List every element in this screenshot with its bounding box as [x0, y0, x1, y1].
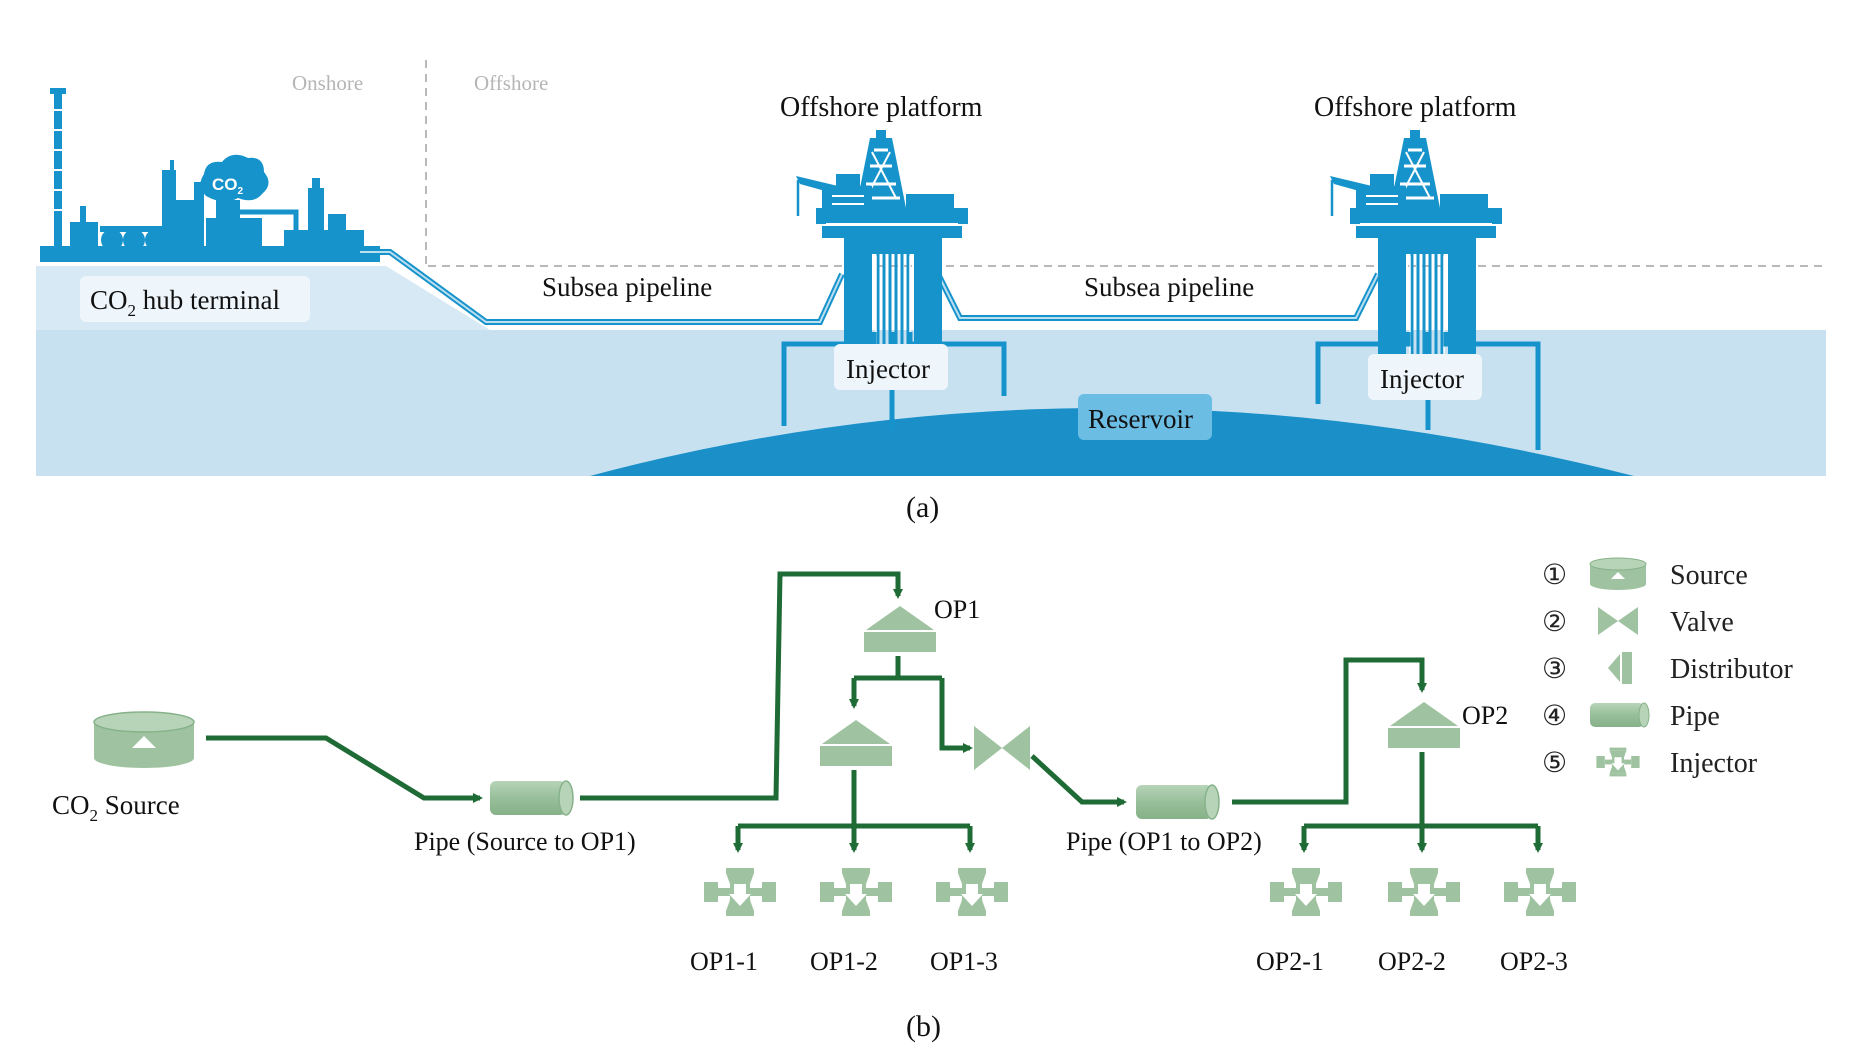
offshore-label: Offshore — [474, 71, 548, 95]
injector-op1-3-label: OP1-3 — [930, 947, 998, 976]
injector-2-label: Injector — [1380, 364, 1464, 394]
legend-label-injector: Injector — [1670, 748, 1758, 779]
injector-op2-2-label: OP2-2 — [1378, 947, 1446, 976]
co2-cloud-icon: CO2 — [200, 154, 269, 202]
pipe-1-label: Pipe (Source to OP1) — [414, 827, 636, 856]
legend-source-icon — [1589, 557, 1647, 590]
op1-sub-distributor-icon — [820, 720, 892, 766]
pipeline-2-label: Subsea pipeline — [1084, 272, 1254, 302]
caption-b: (b) — [906, 1010, 941, 1043]
legend-distributor-icon — [1608, 652, 1632, 684]
platform-1-label: Offshore platform — [780, 92, 983, 123]
injector-op2-1-icon — [1270, 868, 1342, 916]
legend-number-2: ② — [1542, 607, 1567, 638]
svg-text:CO2: CO2 — [212, 175, 244, 197]
hub-terminal-icon — [40, 88, 380, 262]
injector-1-label: Injector — [846, 354, 930, 384]
hub-terminal-label: CO2 hub terminal — [90, 285, 280, 320]
legend-label-source: Source — [1670, 560, 1748, 591]
reservoir-dome — [590, 408, 1634, 476]
reservoir-label-box — [1078, 394, 1212, 440]
caption-a: (a) — [906, 491, 939, 524]
op2-distributor-icon — [1388, 702, 1460, 748]
op1-distributor-icon — [864, 606, 936, 652]
op1-label: OP1 — [934, 595, 980, 624]
legend-label-distributor: Distributor — [1670, 654, 1794, 685]
injector-2-label-box — [1368, 354, 1482, 400]
pipe-1-icon — [489, 780, 574, 816]
pipe-2-icon — [1135, 784, 1220, 820]
injector-op1-1-icon — [704, 868, 776, 916]
injector-1-label-box — [834, 344, 948, 390]
legend-valve-icon — [1598, 607, 1638, 635]
pipe-2-label: Pipe (OP1 to OP2) — [1066, 827, 1262, 856]
valve-icon — [974, 726, 1030, 770]
legend-number-5: ⑤ — [1542, 748, 1567, 779]
legend-number-1: ① — [1542, 560, 1567, 591]
injector-op1-2-icon — [820, 868, 892, 916]
legend-number-4: ④ — [1542, 701, 1567, 732]
injector-op2-1-label: OP2-1 — [1256, 947, 1324, 976]
panel-a-scene: CO2 — [36, 0, 1826, 476]
platform-2-label: Offshore platform — [1314, 92, 1517, 123]
pipeline-1-label: Subsea pipeline — [542, 272, 712, 302]
reservoir-label: Reservoir — [1088, 404, 1193, 434]
legend-injector-icon — [1596, 747, 1640, 777]
co2-source-icon — [93, 711, 195, 768]
source-label: CO2 Source — [52, 790, 180, 825]
injector-op1-1-label: OP1-1 — [690, 947, 758, 976]
legend: ① Source ② Valve ③ Distributor ④ Pipe — [1542, 557, 1794, 779]
panel-b-flow-lines — [206, 571, 1543, 853]
injector-op1-3-icon — [936, 868, 1008, 916]
injector-op2-3-label: OP2-3 — [1500, 947, 1568, 976]
legend-pipe-icon — [1590, 702, 1650, 728]
legend-label-pipe: Pipe — [1670, 701, 1720, 732]
onshore-label: Onshore — [292, 71, 363, 95]
hub-terminal-label-box — [80, 276, 310, 322]
injector-op2-3-icon — [1504, 868, 1576, 916]
legend-label-valve: Valve — [1670, 607, 1734, 638]
legend-number-3: ③ — [1542, 654, 1567, 685]
injector-op2-2-icon — [1388, 868, 1460, 916]
injector-op1-2-label: OP1-2 — [810, 947, 878, 976]
op2-label: OP2 — [1462, 701, 1508, 730]
